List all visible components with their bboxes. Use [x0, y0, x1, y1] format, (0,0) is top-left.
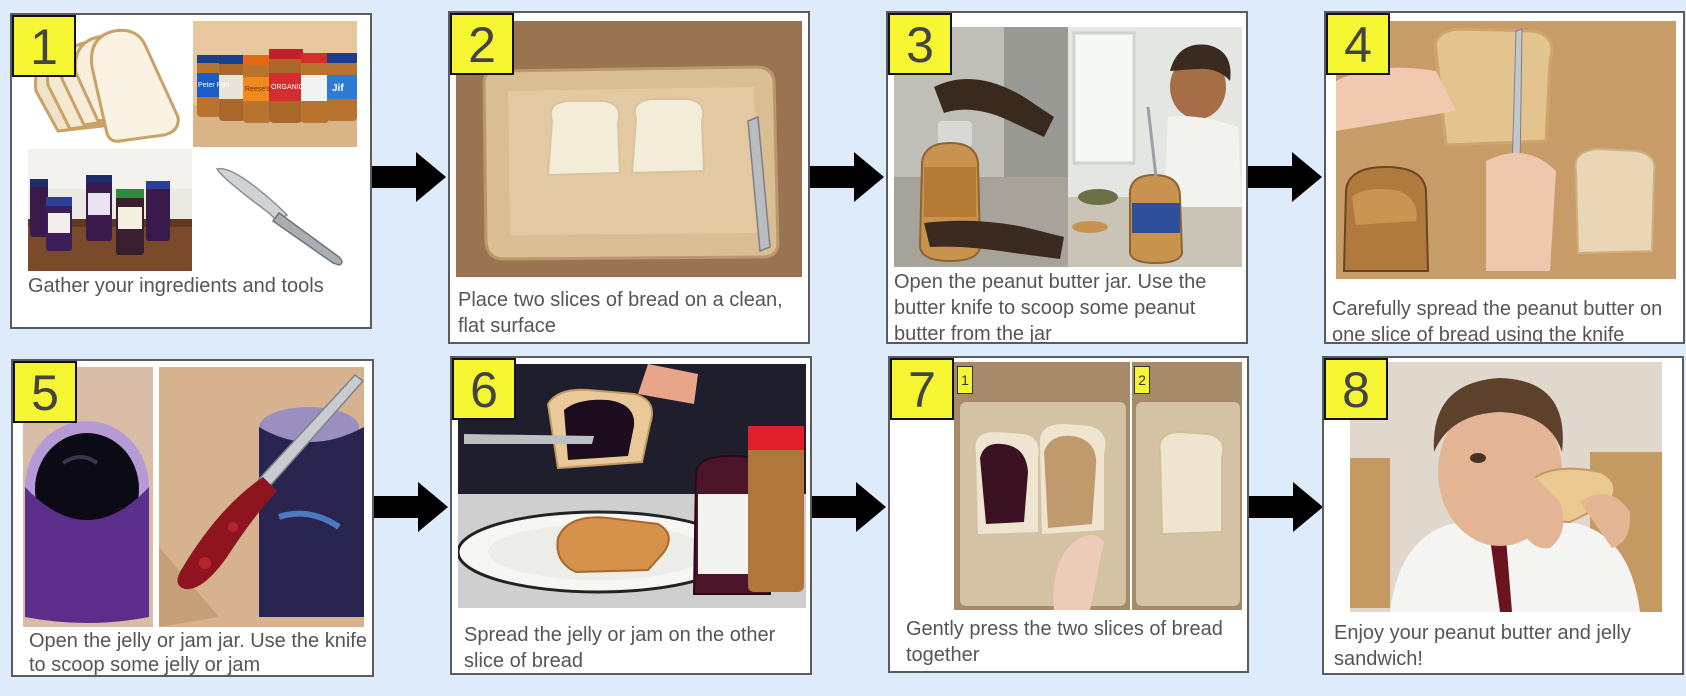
step-6-card: 6 Spread the jelly or jam on the other s… [450, 356, 812, 675]
step-2-card: 2 Place two slices of bread on a clean, … [448, 11, 810, 344]
step-1-number: 1 [12, 15, 76, 77]
step-7-sub-label-2: 2 [1134, 366, 1150, 394]
bread-slices-image [28, 21, 192, 147]
knife-with-jelly-image [159, 367, 364, 627]
step-1-card: 1 Peter Pan Reese's [10, 13, 372, 329]
butter-knife-image [193, 149, 357, 271]
step-1-caption: Gather your ingredients and tools [28, 275, 324, 297]
step-6-caption: Spread the jelly or jam on the other sli… [464, 624, 776, 672]
step-3-card: 3 Open the peanut butter jar. Use [886, 11, 1248, 344]
press-slices-frame-2-image [1132, 362, 1242, 610]
eating-sandwich-image [1350, 362, 1662, 612]
arrow-2-to-3 [810, 152, 884, 202]
press-slices-frame-1-image [954, 362, 1130, 610]
step-8-number: 8 [1324, 358, 1388, 420]
step-5-card: 5 Open the jelly or jam jar. Use the kni… [11, 359, 374, 677]
man-scooping-peanut-butter-image [1068, 27, 1242, 267]
bread-on-cutting-board-image [456, 21, 802, 277]
step-7-caption: Gently press the two slices of bread tog… [906, 618, 1223, 666]
step-7-number: 7 [890, 358, 954, 420]
arrow-1-to-2 [372, 152, 446, 202]
step-7-card: 7 1 2 Gently press the two slices of bre… [888, 356, 1249, 673]
jar-label-organic: ORGANIC [271, 84, 304, 91]
jam-jars-image [28, 149, 192, 271]
step-4-caption: Carefully spread the peanut butter on on… [1332, 298, 1663, 344]
jar-label-reeses: Reese's [245, 86, 271, 93]
step-2-number: 2 [450, 13, 514, 75]
step-3-caption: Open the peanut butter jar. Use the butt… [894, 271, 1207, 344]
step-8-caption: Enjoy your peanut butter and jelly sandw… [1334, 622, 1631, 670]
spreading-jelly-image [458, 364, 806, 608]
step-5-number: 5 [13, 361, 77, 423]
step-4-card: 4 Carefully spread the peanut butter on … [1324, 11, 1685, 344]
arrow-5-to-6 [374, 482, 448, 532]
peanut-butter-jars-image: Peter Pan Reese's ORGANIC Jif [193, 21, 357, 147]
step-8-card: 8 Enjoy your peanut butter and jelly san… [1322, 356, 1684, 675]
arrow-3-to-4 [1248, 152, 1322, 202]
step-4-number: 4 [1326, 13, 1390, 75]
spreading-peanut-butter-image [1336, 21, 1676, 279]
arrow-6-to-7 [812, 482, 886, 532]
jar-label-jif: Jif [332, 83, 344, 94]
step-2-caption: Place two slices of bread on a clean, fl… [458, 289, 783, 337]
step-6-number: 6 [452, 358, 516, 420]
step-5-caption: Open the jelly or jam jar. Use the knife… [29, 630, 367, 676]
step-7-sub-label-1: 1 [957, 366, 973, 394]
step-3-number: 3 [888, 13, 952, 75]
jar-label-peter-pan: Peter Pan [198, 82, 229, 89]
arrow-7-to-8 [1249, 482, 1323, 532]
opening-jar-image [894, 27, 1068, 267]
